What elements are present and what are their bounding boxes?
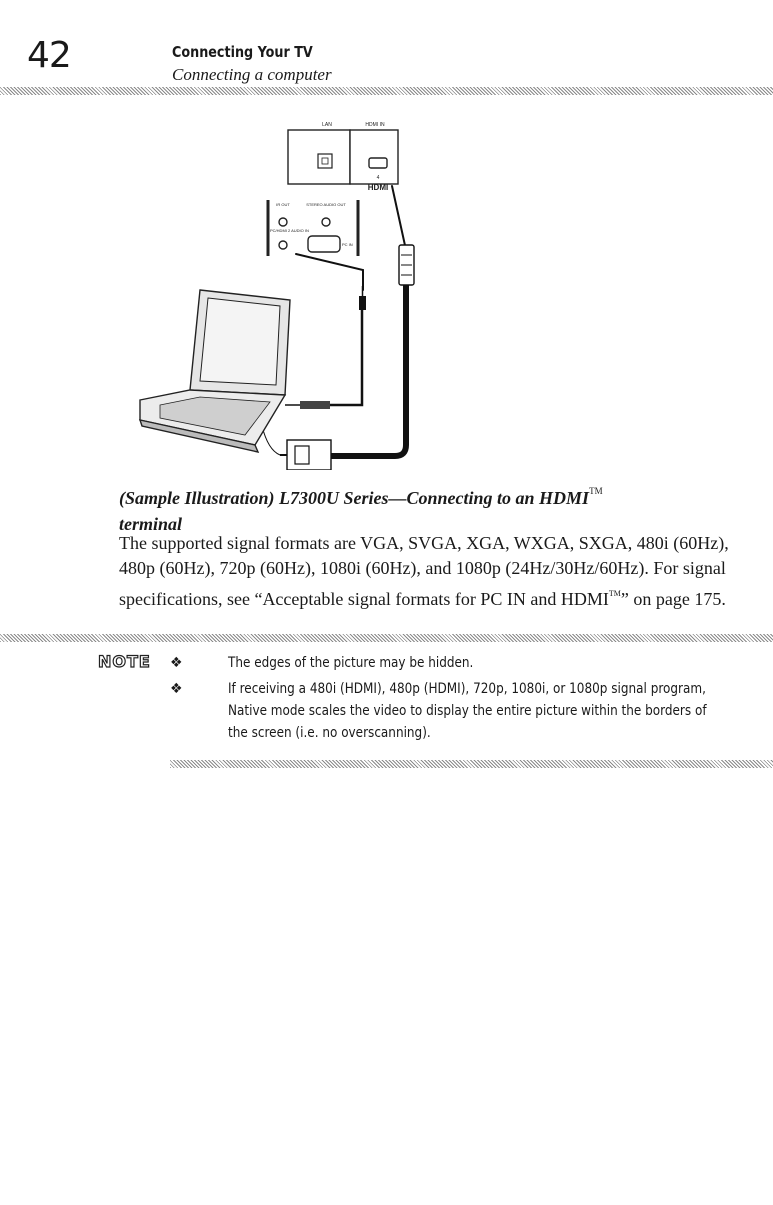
bullet-icon: ❖ xyxy=(170,655,183,671)
caption-trademark: TM xyxy=(589,486,603,496)
hdmi-plug xyxy=(398,244,415,286)
hdmi-in-label: HDMI IN xyxy=(365,122,385,128)
tv-back-panel xyxy=(266,129,399,256)
pc-in-label: PC IN xyxy=(342,242,353,247)
note-list: ❖ The edges of the picture may be hidden… xyxy=(170,652,730,748)
ir-out-label: IR OUT xyxy=(276,202,290,207)
cables xyxy=(295,185,409,459)
figure-caption: (Sample Illustration) L7300U Series—Conn… xyxy=(119,478,739,537)
page-number: 42 xyxy=(27,35,72,76)
bullet-icon: ❖ xyxy=(170,681,183,697)
laptop xyxy=(138,289,291,453)
body-paragraph: The supported signal formats are VGA, SV… xyxy=(119,531,749,612)
hdmi-logo: HDMI xyxy=(368,183,388,192)
hdmi-port-number: 4 xyxy=(377,175,380,181)
lan-label: LAN xyxy=(322,122,332,128)
note-top-divider xyxy=(0,634,773,642)
body-text-part2: ” on page 175. xyxy=(620,589,726,609)
note-item: ❖ The edges of the picture may be hidden… xyxy=(170,652,730,674)
caption-text-line2: terminal xyxy=(119,514,183,534)
header-divider xyxy=(0,87,773,95)
note-item: ❖ If receiving a 480i (HDMI), 480p (HDMI… xyxy=(170,678,730,744)
audio-plug-laptop-end xyxy=(285,401,330,409)
vga-plug xyxy=(261,425,332,470)
connection-illustration: LAN HDMI IN 4 HDMI IR OUT STEREO AUDIO O… xyxy=(138,122,415,470)
audio-plug xyxy=(359,286,366,310)
note-item-text: The edges of the picture may be hidden. xyxy=(228,655,474,671)
note-label: NOTE xyxy=(97,651,151,671)
chapter-title: Connecting Your TV xyxy=(172,43,313,61)
note-bottom-divider xyxy=(170,760,773,768)
stereo-audio-out-label: STEREO AUDIO OUT xyxy=(306,202,346,207)
caption-text: (Sample Illustration) L7300U Series—Conn… xyxy=(119,488,590,508)
body-trademark: TM xyxy=(608,589,621,598)
body-text-part1: The supported signal formats are VGA, SV… xyxy=(119,533,729,609)
section-title: Connecting a computer xyxy=(172,65,332,84)
pc-audio-in-label: PC/HDMI 2 AUDIO IN xyxy=(270,228,309,233)
note-item-text: If receiving a 480i (HDMI), 480p (HDMI),… xyxy=(228,681,707,741)
